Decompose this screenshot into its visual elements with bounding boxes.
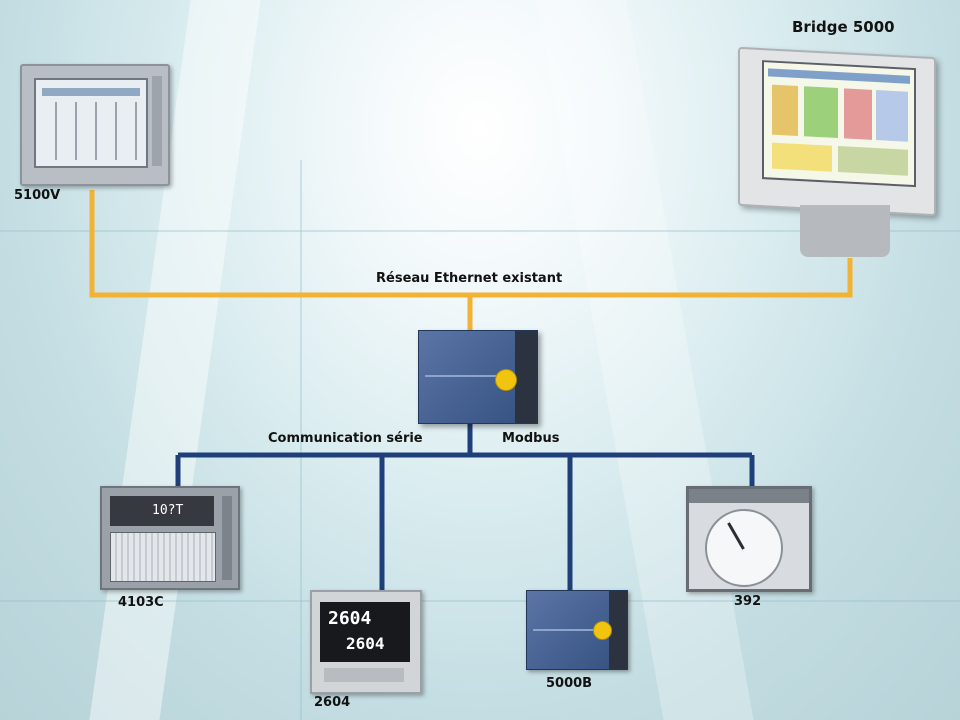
label-4103c: 4103C	[118, 595, 164, 610]
controller-2604-bottom-readout: 2604	[346, 634, 385, 653]
recorder-392	[686, 486, 812, 592]
screen-graph-icon	[42, 88, 140, 160]
label-5000b: 5000B	[546, 676, 593, 691]
grid-line	[0, 230, 960, 232]
label-ethernet-network: Réseau Ethernet existant	[376, 271, 563, 286]
grid-line	[300, 160, 302, 720]
label-392: 392	[734, 594, 762, 609]
recorder-5100v	[20, 64, 170, 186]
unit-5000b	[526, 590, 628, 670]
label-5100v: 5100V	[14, 188, 61, 203]
chart-roll-icon	[110, 532, 216, 582]
yellow-knob-icon	[495, 369, 517, 391]
grid-line	[0, 600, 960, 602]
central-unit-side-panel	[515, 331, 537, 423]
label-serial-communication: Communication série	[268, 431, 423, 446]
central-5000-unit	[418, 330, 538, 424]
label-bridge-5000: Bridge 5000	[792, 18, 895, 36]
label-modbus: Modbus	[502, 431, 560, 446]
label-2604: 2604	[314, 695, 351, 710]
bridge-5000-screen	[762, 60, 916, 188]
bridge-5000-monitor	[738, 46, 936, 217]
controller-2604-top-readout: 2604	[328, 608, 372, 629]
recorder-5100v-screen	[34, 78, 148, 168]
yellow-knob-icon	[593, 621, 612, 640]
recorder-4103c: 10?T	[100, 486, 240, 590]
circular-chart-icon	[705, 509, 783, 587]
monitor-stand	[800, 205, 890, 257]
hmi-screen-icon	[768, 68, 910, 176]
controller-2604: 2604 2604	[310, 590, 422, 694]
recorder-4103c-readout: 10?T	[152, 503, 184, 518]
